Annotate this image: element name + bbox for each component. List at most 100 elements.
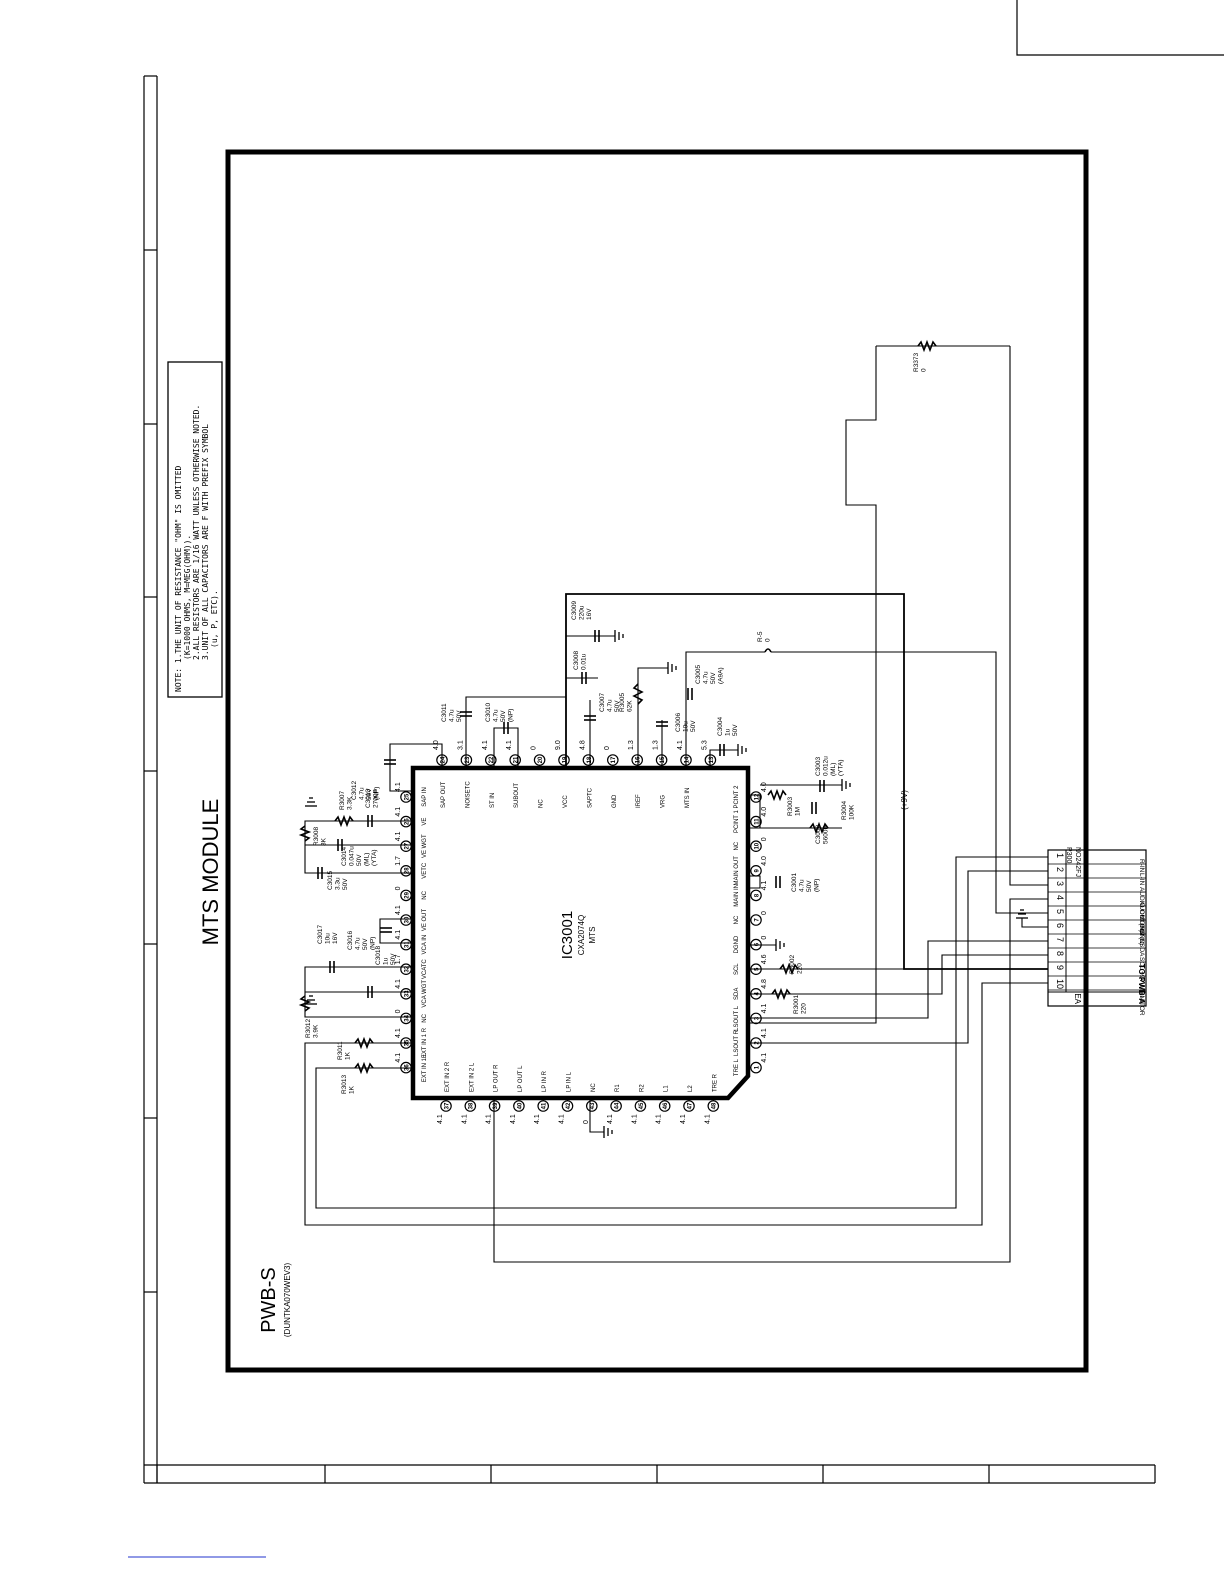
c3007-label-2: 4.7u xyxy=(607,699,614,712)
r3373-wire xyxy=(1009,346,1048,886)
r3012-label-1: R3012 xyxy=(305,1018,312,1038)
pin-28-number: 28 xyxy=(404,867,410,874)
pin-19-voltage: 9.0 xyxy=(555,740,562,750)
pin-20-marker xyxy=(533,754,546,766)
pin-42-name: LP IN L xyxy=(567,1071,573,1092)
note-line-4: 3.UNIT OF ALL CAPACITORS ARE F WITH PREF… xyxy=(201,424,210,660)
vcc-rail-wire xyxy=(565,593,1048,970)
pin-27-number: 27 xyxy=(404,842,410,849)
pin-48-voltage: 4.1 xyxy=(704,1114,711,1124)
pin-17-number: 17 xyxy=(611,756,617,763)
pin-13-voltage: 5.3 xyxy=(701,740,708,750)
pin-12-name: PCINT 2 xyxy=(734,785,740,809)
pin-42-voltage: 4.1 xyxy=(559,1114,566,1124)
pin-43-marker xyxy=(585,1100,598,1112)
c3009-label-1: C3009 xyxy=(571,600,578,620)
c3018-glyph xyxy=(367,986,373,998)
pin-25-name: SAP IN xyxy=(422,787,428,807)
pin-30-marker xyxy=(400,914,412,926)
pin-11-number: 11 xyxy=(754,818,760,825)
connector-code: EA xyxy=(1073,993,1082,1004)
r3002-label-2: 220 xyxy=(797,963,804,974)
pin-17-marker xyxy=(606,754,619,766)
pin-30-name: VE OUT xyxy=(422,909,428,932)
connector-destination: TO PWB-A xyxy=(1137,964,1146,1005)
pin-34-marker xyxy=(400,1012,412,1025)
c3011-label-1: C3011 xyxy=(441,703,448,722)
c3013-glyph xyxy=(367,815,373,827)
c3011-glyph xyxy=(460,711,472,717)
pin-1-name: TRE L xyxy=(734,1058,740,1076)
connector-part: NO242FJ xyxy=(1074,847,1081,877)
pin-20-voltage: 0 xyxy=(531,746,538,750)
pin-1-number: 1 xyxy=(754,1065,760,1069)
pin-4-name: SDA xyxy=(734,988,740,1000)
c3009-label-2: 220u xyxy=(579,605,586,620)
r373-label-1: R3373 xyxy=(913,352,920,372)
board-name: PWB-S xyxy=(258,1267,280,1333)
c3010-glyph xyxy=(503,722,509,734)
pin-34-name: NC xyxy=(422,1013,428,1022)
pwb-s-board-outline xyxy=(225,149,1089,1373)
pin-45-number: 45 xyxy=(639,1102,645,1109)
r3012-glyph xyxy=(298,995,312,1012)
c3003-label-3: (ML) xyxy=(830,763,837,776)
pin-30-number: 30 xyxy=(404,916,410,923)
note-line-3: 2.ALL RESISTORS ARE 1/16 WATT UNLESS OTH… xyxy=(192,405,201,660)
c3014-label-2: 0.047u xyxy=(349,846,356,866)
lsout-r-wire xyxy=(750,870,1048,1044)
r3008-label-1: R3008 xyxy=(313,826,320,846)
noisetc-wire xyxy=(465,696,566,766)
c3016-label-2: 4.7u xyxy=(355,937,362,950)
connector-pin-8-number: 8 xyxy=(1055,951,1065,956)
connector-pin-10-name: MONITOR xyxy=(1138,985,1145,1016)
ic3001-function: MTS xyxy=(588,927,597,944)
c3012-label-4: (NP) xyxy=(374,787,381,800)
gnd-dgnd xyxy=(775,939,785,951)
pin-12-marker xyxy=(750,791,762,803)
pin-38-name: EXT IN 2 L xyxy=(469,1062,475,1092)
notes-box: NOTE: 1.THE UNIT OF RESISTANCE "OHM" IS … xyxy=(167,361,223,698)
lp-out-l-wire xyxy=(493,898,1048,1263)
pin-43-number: 43 xyxy=(590,1102,596,1109)
pin-40-marker xyxy=(513,1100,525,1112)
gnd-c3004 xyxy=(737,744,747,756)
pin-16-number: 16 xyxy=(636,756,642,763)
r3004-label-1: R3004 xyxy=(841,800,848,820)
c3010-label-4: (NP) xyxy=(508,709,515,722)
c3002-label-1: C3002 xyxy=(815,824,822,844)
main-out-wire xyxy=(750,875,761,889)
ve-wire xyxy=(304,820,412,874)
c3007-glyph xyxy=(584,715,596,721)
r3008-label-2: 3K xyxy=(321,837,328,846)
pin-17-name: GND xyxy=(612,794,618,808)
note-line-2: (K=1000 OHMS, M=MEG(OHM)). xyxy=(183,535,192,660)
pin-6-voltage: 0 xyxy=(761,936,768,940)
pin-9-voltage: 4.0 xyxy=(761,856,768,866)
c3003-label-4: (YTA) xyxy=(838,760,845,777)
c3014-glyph xyxy=(337,839,343,851)
pin-33-number: 33 xyxy=(404,990,410,997)
pin-9-number: 9 xyxy=(754,868,760,872)
pcint-wire xyxy=(750,794,761,829)
lsout-jumper-wire xyxy=(750,346,877,1024)
pin-44-voltage: 4.1 xyxy=(607,1114,614,1124)
pin-39-number: 39 xyxy=(493,1102,499,1109)
c3013-label-2: 2700P xyxy=(373,789,380,808)
c3014-label-3: 50V xyxy=(356,854,363,866)
pin-29-name: NC xyxy=(422,890,428,899)
pin-12-voltage: 4.0 xyxy=(761,782,768,792)
c3006-label-3: 50V xyxy=(690,720,697,732)
pin13-wire xyxy=(709,749,738,766)
pin-23-number: 23 xyxy=(465,756,471,763)
pin-41-number: 41 xyxy=(542,1102,548,1109)
pin-5-name: SCL xyxy=(734,963,740,975)
note-line-5: (u, P, ETC). xyxy=(210,590,219,648)
pin-31-marker xyxy=(400,938,412,951)
r3007-label-1: R3007 xyxy=(339,790,346,810)
r3013-label-1: R3013 xyxy=(341,1074,348,1094)
c3002-label-2: 5600P xyxy=(823,825,830,844)
c3001-label-3: 50V xyxy=(806,880,813,892)
r3001-label-1: R3001 xyxy=(793,994,800,1014)
pin-34-voltage: 0 xyxy=(395,1009,402,1013)
